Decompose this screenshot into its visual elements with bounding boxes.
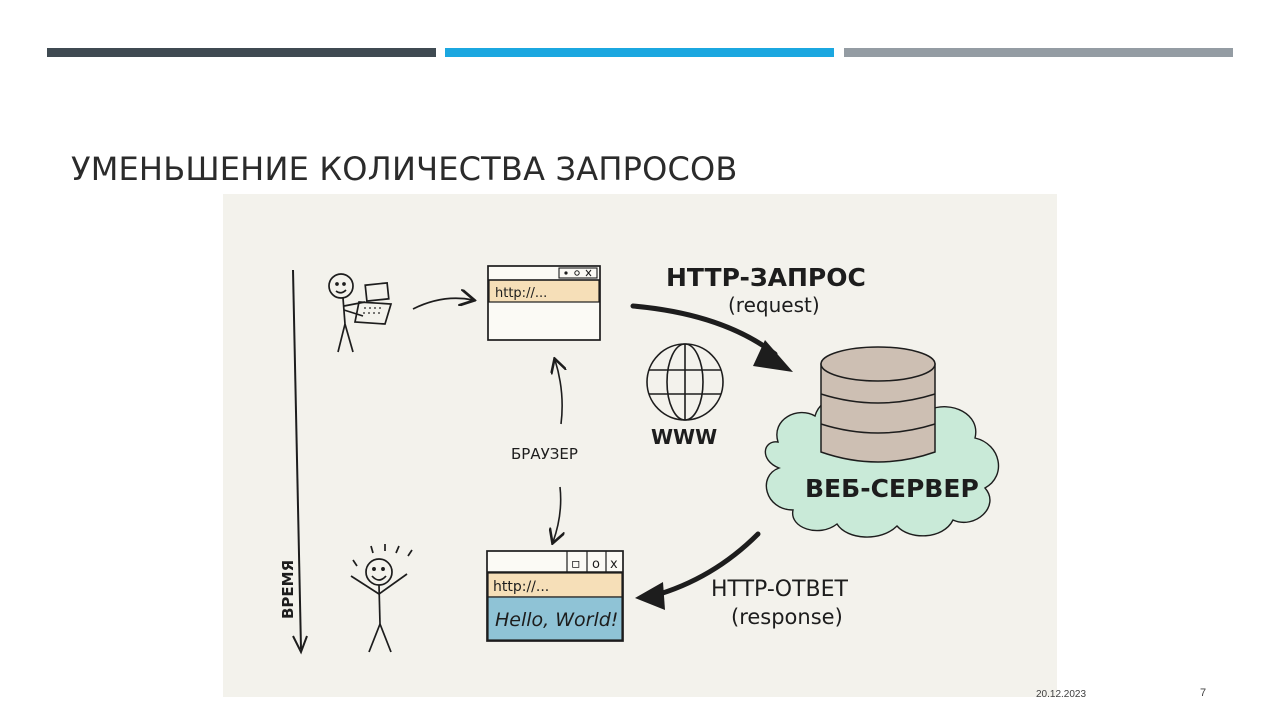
hello-world-text: Hello, World! [495, 609, 618, 631]
request-arrow [630, 303, 793, 372]
arrow-down-to-browser [553, 486, 561, 542]
slide-date: 20.12.2023 [1036, 689, 1087, 700]
top-accent-bar-gray [844, 48, 1233, 57]
web-server-label: ВЕБ-СЕРВЕР [805, 474, 979, 503]
top-accent-bar-blue [445, 48, 834, 57]
time-axis-label: ВРЕМЯ [279, 560, 297, 619]
url-text-top: http://... [495, 286, 547, 301]
url-text-bottom: http://... [493, 579, 549, 595]
database-icon [820, 346, 936, 463]
slide-title: УМЕНЬШЕНИЕ КОЛИЧЕСТВА ЗАПРОСОВ [71, 150, 738, 188]
window-minimize-icon: ▫ [571, 556, 581, 572]
slide-page-number: 7 [1200, 687, 1207, 699]
window-close-icon: x [610, 557, 618, 572]
window-maximize-icon: o [592, 557, 600, 572]
arrow-to-browser [412, 298, 473, 310]
arrow-up-to-browser [555, 360, 562, 425]
time-axis [292, 269, 308, 655]
laptop-keyboard-dots [363, 307, 381, 314]
user-with-laptop-icon [328, 273, 393, 353]
browser-window-top [487, 265, 601, 341]
browser-label: БРАУЗЕР [511, 445, 578, 463]
www-label: WWW [651, 425, 717, 449]
top-accent-bar-dark [47, 48, 436, 57]
http-request-diagram: ВРЕМЯ [223, 194, 1057, 697]
http-request-sublabel: (request) [728, 293, 820, 317]
http-response-sublabel: (response) [731, 605, 843, 629]
http-response-label: HTTP-ОТВЕТ [711, 577, 849, 602]
http-request-label: HTTP-ЗАПРОС [666, 263, 866, 292]
happy-user-icon [350, 544, 413, 653]
browser-window-bottom [486, 550, 624, 642]
response-arrow [635, 531, 761, 610]
globe-icon [646, 343, 724, 421]
